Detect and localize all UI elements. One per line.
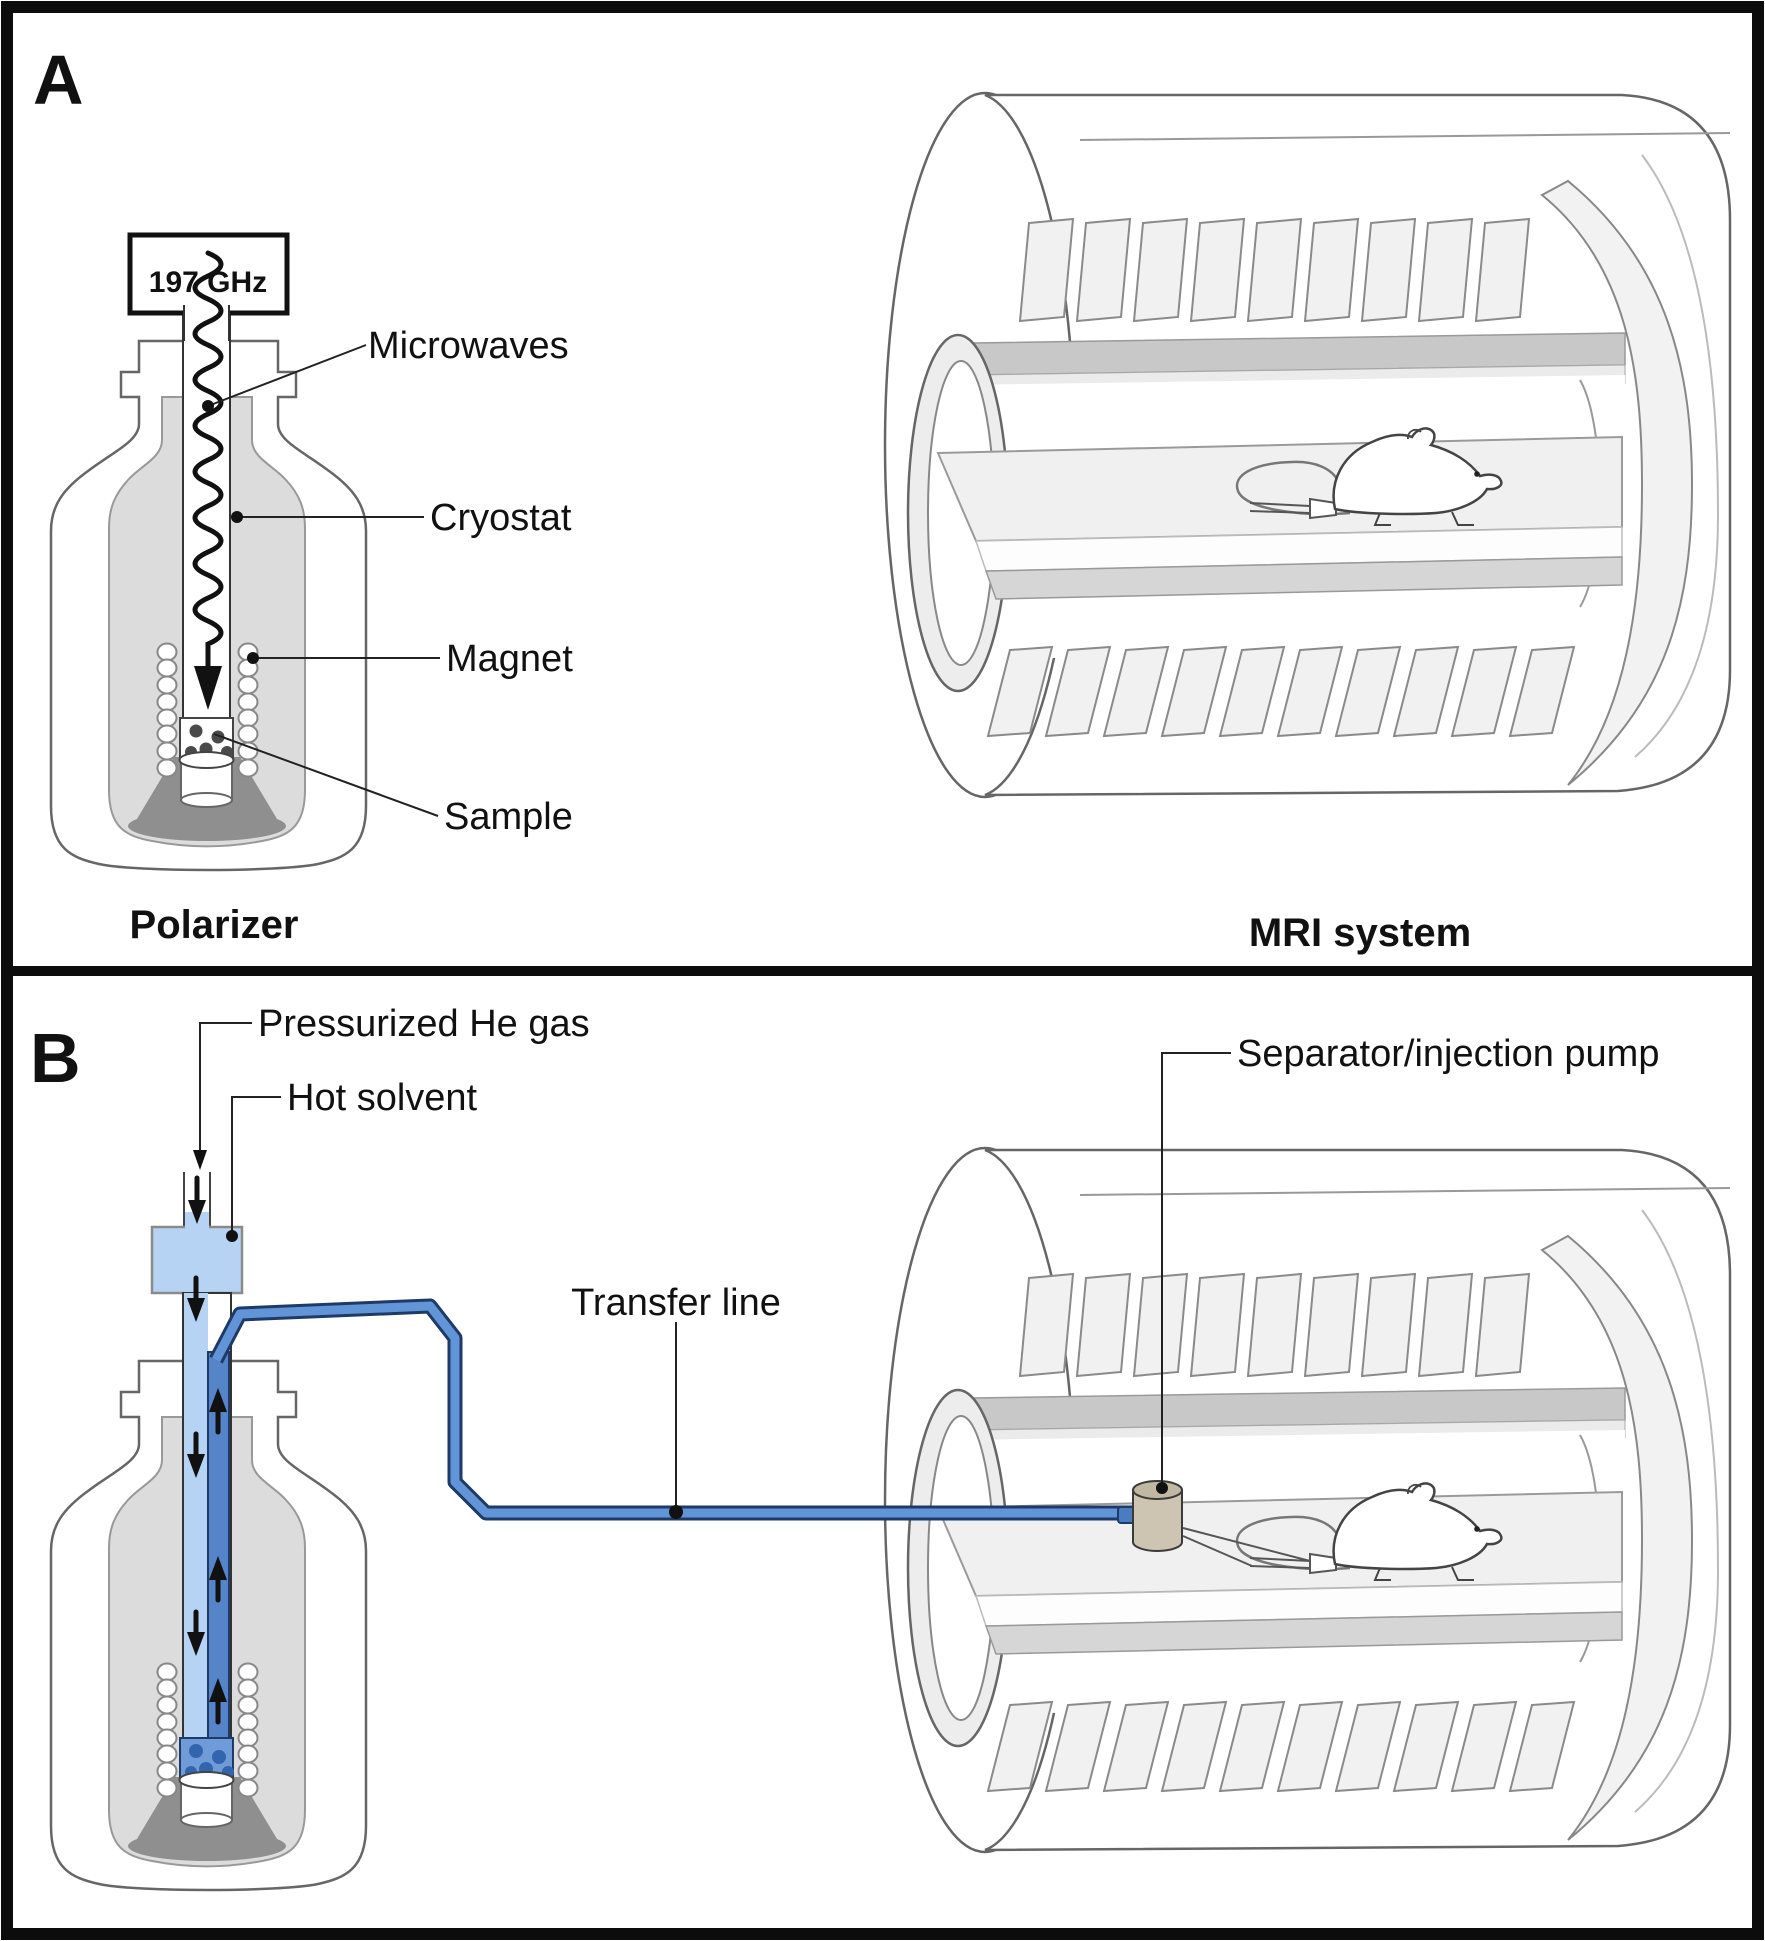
transfer-line	[209, 1298, 1138, 1521]
panel-b: B	[30, 1003, 1732, 1892]
microwave-wave	[192, 250, 224, 710]
caption-mri-system: MRI system	[1249, 911, 1471, 955]
frequency-label: 197 GHz	[149, 266, 267, 299]
panel-b-letter: B	[30, 1019, 81, 1097]
panel-a: A 197 GHz Microwaves	[33, 41, 1732, 955]
caption-polarizer: Polarizer	[130, 903, 299, 947]
panel-b-annotations: Pressurized He gas Hot solvent Transfer …	[193, 1003, 1659, 1519]
label-hot-solvent: Hot solvent	[287, 1077, 478, 1119]
panel-a-annotations: Microwaves Cryostat Magnet Sample Polari…	[130, 325, 1472, 955]
label-sample: Sample	[444, 796, 573, 838]
separator-injection-pump	[1117, 1480, 1311, 1567]
panel-a-letter: A	[33, 41, 84, 119]
dissolution-tubes	[178, 1292, 235, 1789]
mri-system-a	[883, 91, 1732, 799]
label-separator-injection-pump: Separator/injection pump	[1237, 1033, 1659, 1075]
label-transfer-line: Transfer line	[571, 1282, 781, 1324]
mri-system-b	[883, 1146, 1732, 1854]
label-cryostat: Cryostat	[430, 497, 572, 539]
label-microwaves: Microwaves	[368, 325, 569, 367]
flow-arrows	[187, 1175, 227, 1725]
label-pressurized-he-gas: Pressurized He gas	[258, 1003, 590, 1045]
label-magnet: Magnet	[446, 638, 573, 680]
